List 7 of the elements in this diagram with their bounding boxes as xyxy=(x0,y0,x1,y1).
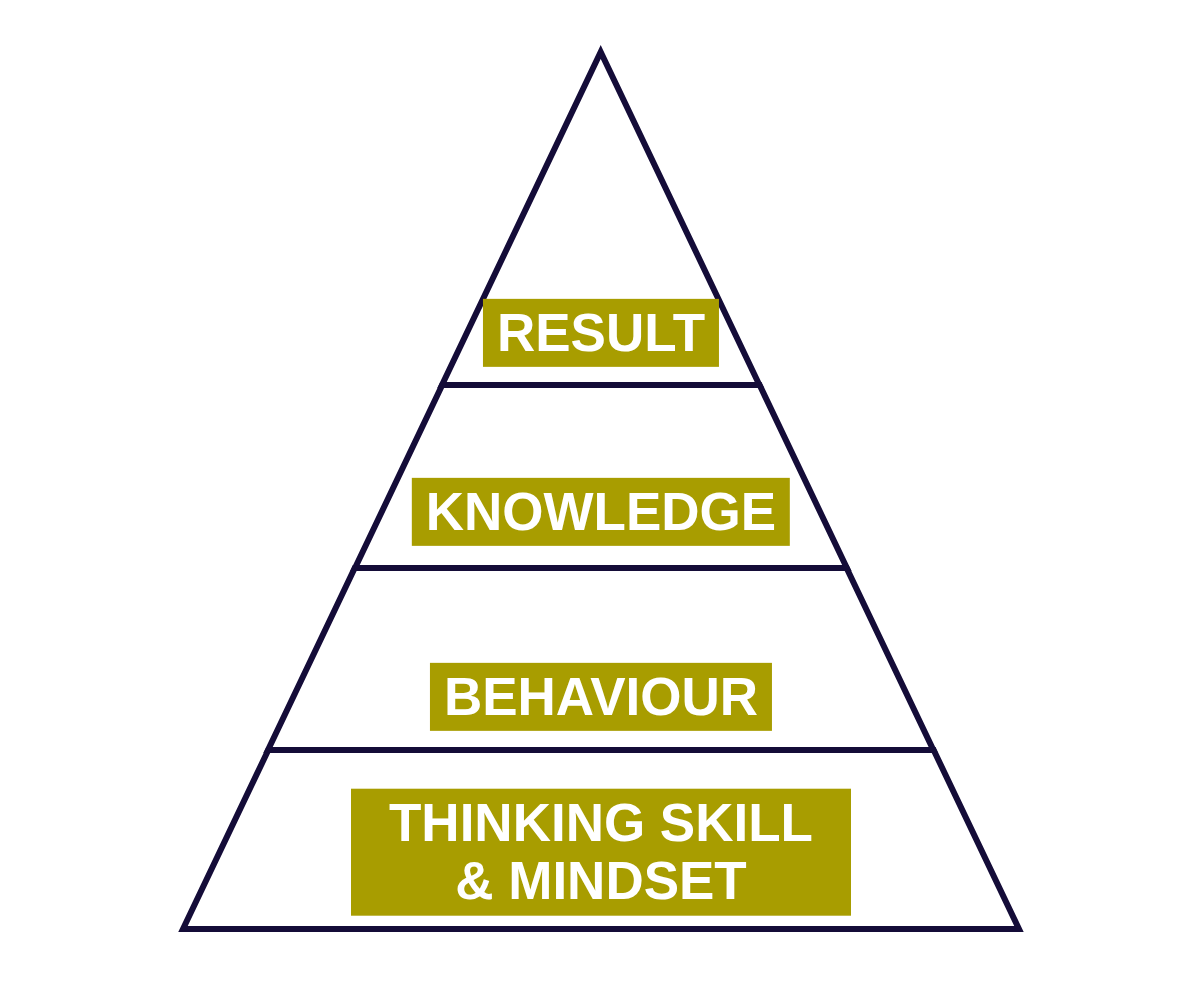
pyramid-tier xyxy=(264,564,938,754)
pyramid-tier xyxy=(438,48,764,389)
tier-label: RESULT xyxy=(482,298,719,368)
tier-label: BEHAVIOUR xyxy=(429,662,773,732)
tier-label: KNOWLEDGE xyxy=(411,477,791,547)
tier-label: THINKING SKILL & MINDSET xyxy=(351,788,851,916)
pyramid-tier xyxy=(179,746,1023,933)
